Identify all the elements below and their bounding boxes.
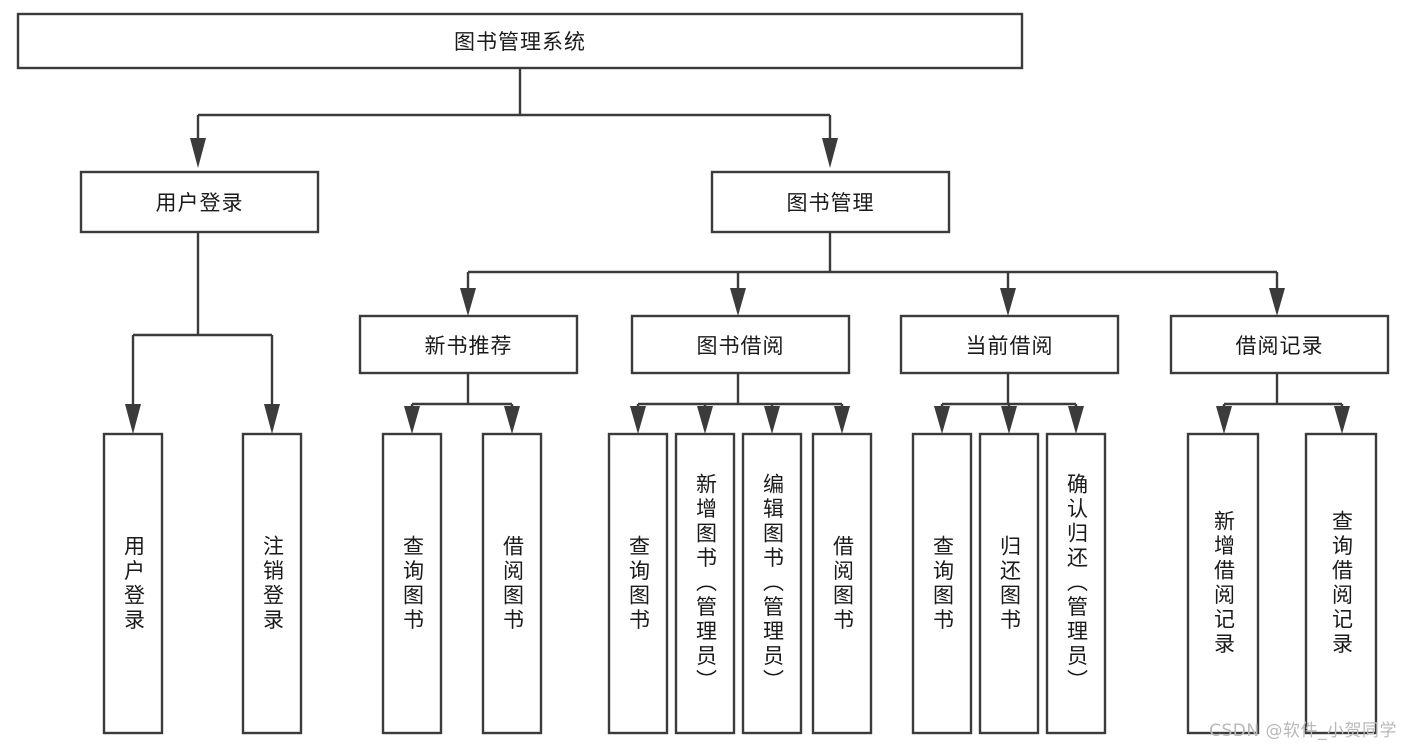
node-leaf-borrow-book-1[interactable] xyxy=(481,432,543,735)
node-leaf-borrow-book-2[interactable] xyxy=(811,432,873,735)
arrowhead-leaf-add-record xyxy=(1216,406,1232,434)
arrowhead-leaf-add-book xyxy=(697,406,713,434)
arrowhead-bookmanage xyxy=(822,138,838,168)
node-leaf-return-book[interactable] xyxy=(978,432,1040,735)
node-leaf-query-book-3[interactable] xyxy=(911,432,973,735)
connector-group-root xyxy=(190,68,838,168)
node-root[interactable] xyxy=(16,12,1024,70)
node-book-borrow[interactable] xyxy=(630,314,851,375)
connector-group-bookmanage xyxy=(460,232,1285,316)
connector-group-bookborrow xyxy=(630,373,850,434)
node-current-borrow[interactable] xyxy=(899,314,1120,375)
node-leaf-user-logout[interactable] xyxy=(241,432,303,735)
node-user-login[interactable] xyxy=(79,170,320,234)
node-leaf-edit-book[interactable] xyxy=(741,432,803,735)
connector-group-userlogin xyxy=(125,232,280,434)
arrowhead-leaf-query-book-1 xyxy=(404,406,420,434)
node-book-manage[interactable] xyxy=(710,170,951,234)
arrowhead-leaf-query-record xyxy=(1334,406,1350,434)
connector-group-currentborrow xyxy=(934,373,1084,434)
node-leaf-query-book-1[interactable] xyxy=(381,432,443,735)
arrowhead-book-borrow xyxy=(730,288,746,316)
arrowhead-leaf-borrow-book-2 xyxy=(834,406,850,434)
arrowhead-leaf-user-logout xyxy=(264,404,280,434)
arrowhead-leaf-edit-book xyxy=(764,406,780,434)
arrowhead-borrow-record xyxy=(1269,288,1285,316)
connector-group-newbookrec xyxy=(404,373,520,434)
connector-group-borrowrecord xyxy=(1216,373,1350,434)
node-borrow-record[interactable] xyxy=(1169,314,1390,375)
arrowhead-leaf-query-book-3 xyxy=(934,406,950,434)
node-leaf-user-login[interactable] xyxy=(102,432,164,735)
node-leaf-query-record[interactable] xyxy=(1304,432,1378,735)
arrowhead-leaf-confirm-return xyxy=(1068,406,1084,434)
node-leaf-add-book[interactable] xyxy=(674,432,736,735)
node-leaf-add-record[interactable] xyxy=(1186,432,1260,735)
arrowhead-leaf-borrow-book-1 xyxy=(504,406,520,434)
node-leaf-query-book-2[interactable] xyxy=(607,432,669,735)
arrowhead-userlogin xyxy=(190,138,206,168)
node-leaf-confirm-return[interactable] xyxy=(1045,432,1107,735)
arrowhead-new-book-rec xyxy=(460,288,476,316)
arrowhead-leaf-query-book-2 xyxy=(630,406,646,434)
arrowhead-leaf-user-login xyxy=(125,404,141,434)
arrowhead-leaf-return-book xyxy=(1001,406,1017,434)
node-new-book-recommend[interactable] xyxy=(358,314,579,375)
arrowhead-current-borrow xyxy=(1000,288,1016,316)
